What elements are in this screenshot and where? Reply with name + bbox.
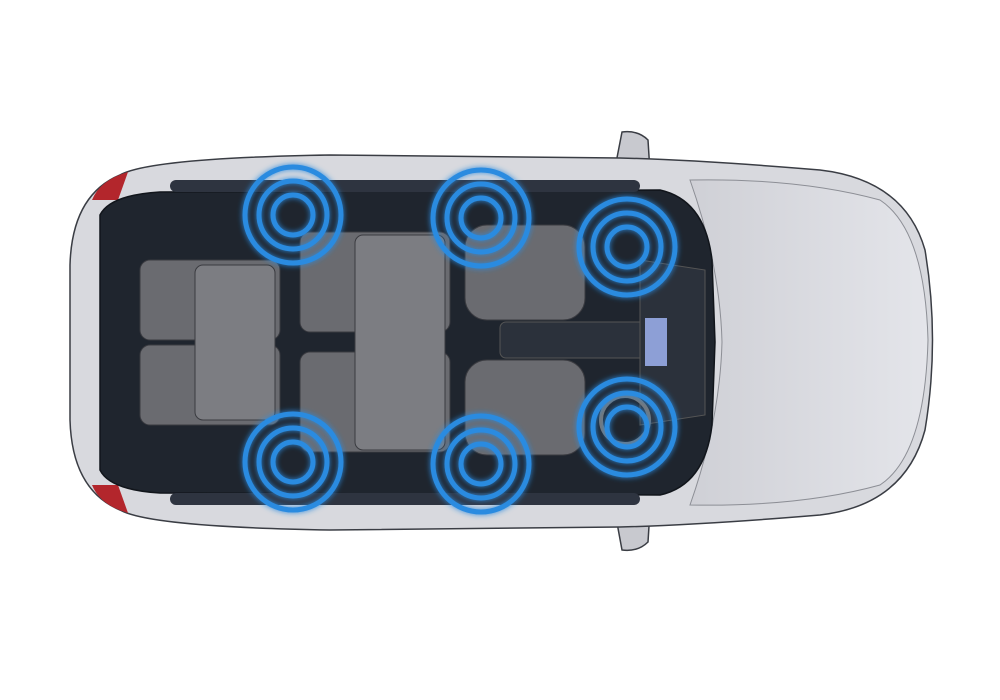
steering-wheel [599, 394, 651, 446]
center-console [499, 321, 651, 359]
speaker-ring-icon [430, 167, 532, 269]
roof-rail-right [170, 493, 640, 505]
speaker-ring [256, 178, 330, 252]
speaker-ring [604, 224, 650, 270]
speaker-ring [256, 425, 330, 499]
speaker-ring [604, 404, 650, 450]
hood [689, 179, 929, 506]
speaker-ring [270, 439, 316, 485]
speaker-ring [430, 167, 532, 269]
speaker-ring-icon [576, 196, 678, 298]
roof-rail-left [170, 180, 640, 192]
speaker-ring [576, 376, 678, 478]
speaker-ring-icon [242, 164, 344, 266]
tail-light-right [92, 485, 128, 513]
seats-second-row [299, 231, 451, 453]
speaker-ring-icon [430, 413, 532, 515]
dashboard [639, 259, 706, 426]
speaker-ring [444, 427, 518, 501]
tail-light-left [92, 172, 128, 200]
speaker-ring [242, 411, 344, 513]
speaker-ring [444, 181, 518, 255]
speaker-ring [458, 441, 504, 487]
seats-third-row [139, 259, 281, 426]
speaker-ring [590, 210, 664, 284]
speaker-ring [242, 164, 344, 266]
speaker-ring [430, 413, 532, 515]
speaker-ring [576, 196, 678, 298]
infotainment-screen [645, 318, 667, 366]
speakers [242, 164, 678, 515]
speaker-ring [270, 192, 316, 238]
speaker-ring [458, 195, 504, 241]
speaker-ring-icon [576, 376, 678, 478]
speaker-ring-icon [242, 411, 344, 513]
speaker-ring [590, 390, 664, 464]
